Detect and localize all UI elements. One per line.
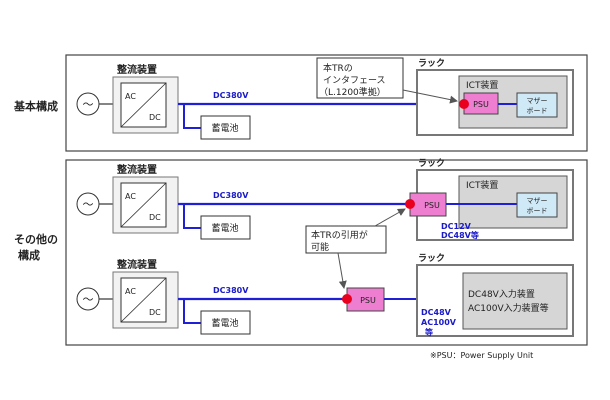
input-device-label-1: DC48V入力装置 (468, 288, 535, 300)
output-voltage-label-2: AC100V (421, 318, 457, 327)
interface-callout-line-2: インタフェース (323, 75, 386, 86)
row-basic: 〜 整流装置 AC DC DC380V 蓄電池 ラック ICT装置 PSU マザ… (76, 57, 574, 140)
psu-label: PSU (360, 296, 376, 305)
interface-callout-box (316, 57, 404, 99)
rectifier-title: 整流装置 (116, 63, 157, 76)
output-voltage-label-2: DC48V等 (441, 230, 479, 240)
output-voltage-label-1: DC12V (441, 222, 472, 231)
battery-box (200, 215, 251, 240)
motherboard-box (516, 92, 558, 118)
converter-ac-label: AC (125, 287, 136, 296)
rectifier-title: 整流装置 (116, 258, 157, 271)
battery-label: 蓄電池 (211, 317, 238, 329)
rack-label: ラック (418, 58, 445, 69)
converter-dc-label: DC (149, 213, 161, 222)
section-label-other-1: その他の (14, 232, 58, 246)
section-label-basic: 基本構成 (13, 99, 58, 113)
input-device-label-2: AC100V入力装置等 (468, 302, 549, 314)
output-voltage-label-3: 等 (424, 327, 433, 337)
motherboard-label-1: マザー (527, 97, 548, 105)
motherboard-label-2: ボード (527, 207, 548, 215)
ac-source-symbol: 〜 (83, 293, 94, 306)
row-other-2: 〜 整流装置 AC DC DC380V 蓄電池 PSU ラック DC48V入力装… (76, 253, 574, 337)
ac-source-symbol: 〜 (83, 98, 94, 111)
psu-label: PSU (424, 201, 440, 210)
voltage-label: DC380V (213, 286, 249, 295)
battery-branch-line (183, 204, 201, 229)
interface-point-dot (342, 294, 352, 304)
rack-label: ラック (418, 158, 445, 169)
row-other-1: 〜 整流装置 AC DC DC380V 蓄電池 ラック ICT装置 PSU マザ… (76, 158, 574, 241)
interface-point-dot (405, 199, 415, 209)
interface-callout-arrow (402, 89, 458, 104)
battery-branch-line (183, 104, 201, 129)
converter-dc-label: DC (149, 308, 161, 317)
voltage-label: DC380V (213, 91, 249, 100)
interface-point-dot (459, 99, 469, 109)
rectifier-title: 整流装置 (116, 163, 157, 176)
input-device-box (462, 272, 568, 330)
citation-callout-line-2: 可能 (311, 241, 329, 253)
converter-diagonal (120, 82, 167, 128)
section-label-other-2: 構成 (18, 248, 40, 262)
motherboard-label-2: ボード (527, 107, 548, 115)
converter-diagonal (120, 182, 167, 228)
battery-label: 蓄電池 (211, 222, 238, 234)
converter-dc-label: DC (149, 113, 161, 122)
voltage-label: DC380V (213, 191, 249, 200)
battery-box (200, 115, 251, 140)
output-voltage-label-1: DC48V (421, 308, 452, 317)
citation-callout-box (305, 225, 387, 254)
battery-box (200, 310, 251, 335)
interface-callout-line-3: （L.1200準拠） (319, 86, 386, 98)
ac-source-symbol: 〜 (83, 198, 94, 211)
converter-ac-label: AC (125, 92, 136, 101)
ict-label: ICT装置 (466, 79, 498, 91)
footnote: ※PSU：Power Supply Unit (430, 351, 533, 360)
converter-ac-label: AC (125, 192, 136, 201)
motherboard-box (516, 192, 558, 218)
citation-arrow-down (337, 252, 347, 289)
citation-callout-line-1: 本TRの引用が (311, 229, 368, 241)
psu-label: PSU (473, 100, 489, 109)
battery-label: 蓄電池 (211, 122, 238, 134)
citation-arrow-up (374, 208, 406, 227)
battery-branch-line (183, 299, 201, 324)
interface-callout-line-1: 本TRの (323, 62, 353, 74)
motherboard-label-1: マザー (527, 197, 548, 205)
ict-label: ICT装置 (466, 179, 498, 191)
citation-callout: 本TRの引用が 可能 (305, 208, 406, 289)
converter-diagonal (120, 277, 167, 323)
rack-label: ラック (418, 253, 445, 264)
